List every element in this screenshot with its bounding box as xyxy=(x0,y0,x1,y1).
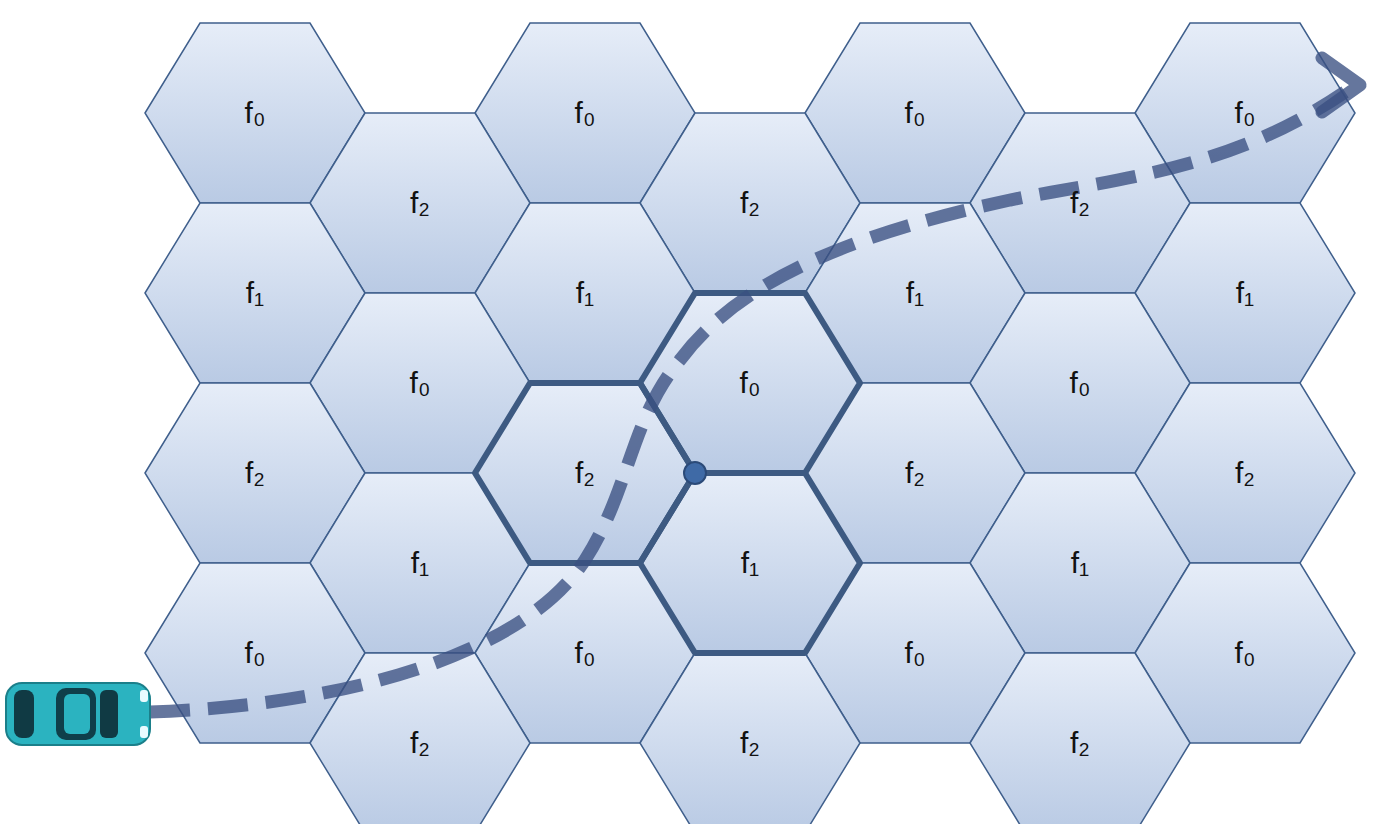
highlight-hexagon xyxy=(640,473,860,653)
frequency-label: f₂ xyxy=(410,726,430,760)
frequency-label: f₂ xyxy=(905,456,925,490)
frequency-label: f₁ xyxy=(1236,276,1254,310)
frequency-label: f₁ xyxy=(906,276,924,310)
frequency-label: f₁ xyxy=(411,546,429,580)
vehicle-path xyxy=(150,92,1345,712)
frequency-label: f₀ xyxy=(410,366,431,400)
frequency-label: f₁ xyxy=(1071,546,1089,580)
frequency-label: f₀ xyxy=(245,96,266,130)
frequency-label: f₂ xyxy=(1070,186,1090,220)
frequency-label: f₂ xyxy=(410,186,430,220)
frequency-label: f₁ xyxy=(246,276,264,310)
highlight-hexagon xyxy=(640,293,860,473)
frequency-label: f₀ xyxy=(740,366,761,400)
frequency-label: f₂ xyxy=(245,456,265,490)
highlight-outlines xyxy=(475,293,860,653)
frequency-label: f₂ xyxy=(740,726,760,760)
frequency-label: f₀ xyxy=(575,96,596,130)
frequency-label: f₁ xyxy=(741,546,759,580)
cell-hexagon: f₂ xyxy=(640,653,860,824)
frequency-label: f₂ xyxy=(1070,726,1090,760)
cell-hexagon: f₂ xyxy=(310,653,530,824)
cell-hexagon: f₂ xyxy=(970,653,1190,824)
frequency-label: f₀ xyxy=(905,636,926,670)
path-arrowhead xyxy=(1322,58,1360,112)
highlight-hexagon xyxy=(475,383,695,563)
frequency-label: f₂ xyxy=(575,456,595,490)
frequency-label: f₀ xyxy=(1235,636,1256,670)
base-station-dot xyxy=(684,462,706,484)
frequency-label: f₂ xyxy=(1235,456,1255,490)
frequency-label: f₀ xyxy=(1235,96,1256,130)
frequency-label: f₂ xyxy=(740,186,760,220)
frequency-label: f₀ xyxy=(575,636,596,670)
frequency-label: f₀ xyxy=(245,636,266,670)
car-icon xyxy=(6,683,150,745)
frequency-label: f₀ xyxy=(1070,366,1091,400)
frequency-label: f₁ xyxy=(576,276,594,310)
frequency-label: f₀ xyxy=(905,96,926,130)
